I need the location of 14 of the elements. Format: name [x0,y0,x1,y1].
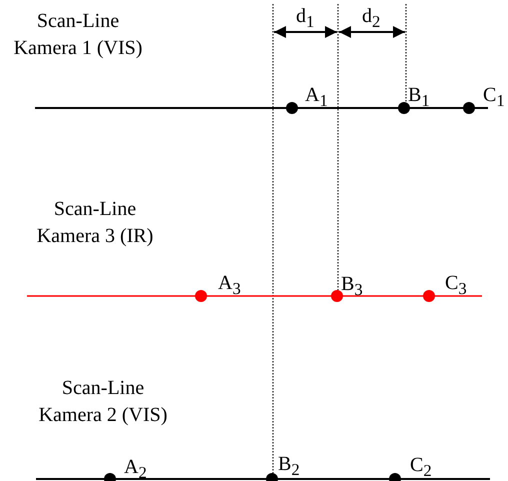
point-label: B$_{3}$ [341,272,363,301]
dimension-label: d$_{2}$ [362,4,380,33]
point-label: A$_{1}$ [305,83,328,112]
dimension-label: d$_{1}$ [296,4,314,33]
camera-label: Scan-Line Kamera 1 (VIS) [12,9,144,61]
point-label: C$_{1}$ [483,83,505,112]
camera-label: Scan-Line Kamera 3 (IR) [36,197,154,249]
point-label: B$_{2}$ [278,452,300,481]
point-label: A$_{3}$ [218,271,241,300]
camera-label: Scan-Line Kamera 2 (VIS) [38,376,168,428]
point-label: B$_{1}$ [408,83,430,112]
point-label: A$_{2}$ [124,455,147,481]
point-label: C$_{2}$ [410,453,432,481]
point-label: C$_{3}$ [445,271,467,300]
